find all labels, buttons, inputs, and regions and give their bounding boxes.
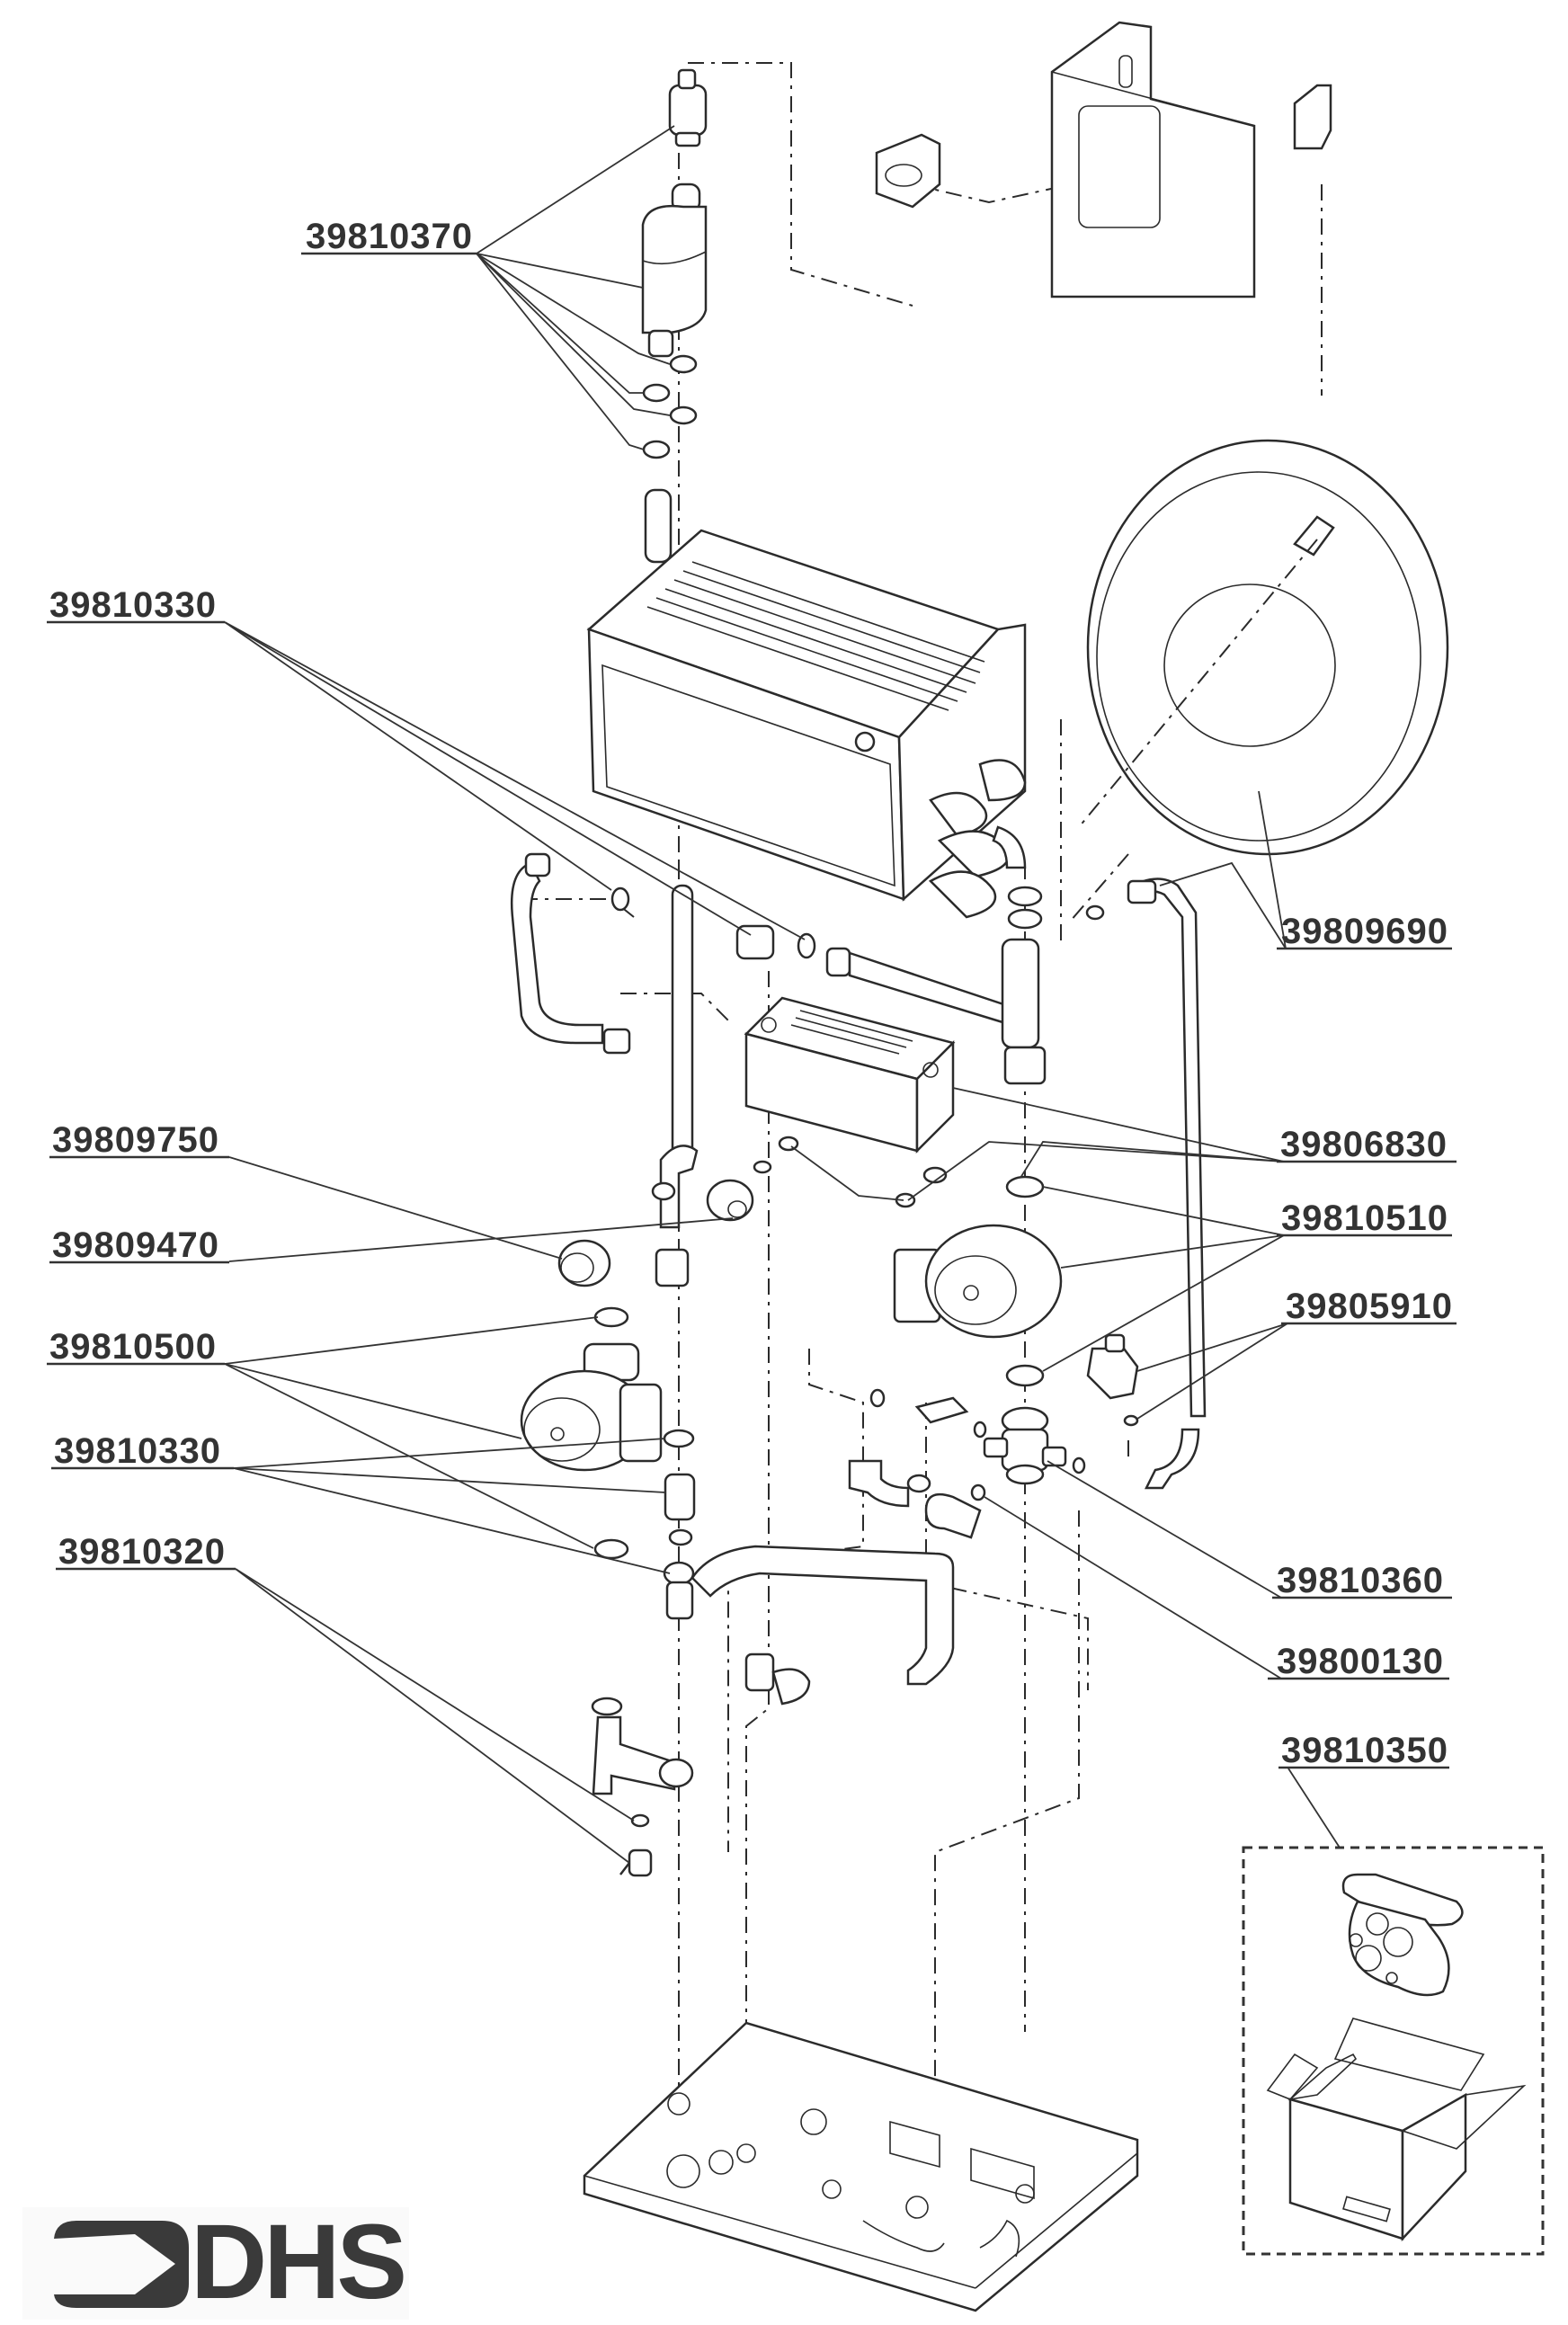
diverter-valve: [983, 1406, 1067, 1485]
plate-fins: [790, 1010, 913, 1055]
part-number: 39806830: [1280, 1125, 1448, 1164]
leader-lines: [224, 125, 1341, 1864]
flow-pipe-top: [644, 488, 673, 564]
part-label-39810330-top[interactable]: 39810330: [47, 585, 225, 625]
bypass-pipe: [671, 884, 694, 1166]
main-heat-exchanger: [586, 529, 1027, 919]
logo-text: DHS: [191, 2203, 404, 2321]
part-label-39810370[interactable]: 39810370: [301, 217, 477, 256]
part-label-39809750[interactable]: 39809750: [49, 1120, 229, 1160]
part-number: 39805910: [1286, 1287, 1453, 1326]
small-bracket: [875, 133, 941, 209]
part-label-39810500[interactable]: 39810500: [47, 1327, 225, 1367]
mounting-bracket: [1050, 21, 1256, 298]
base-plate: [583, 2021, 1139, 2312]
part-number: 39800130: [1277, 1642, 1444, 1681]
part-label-39800130[interactable]: 39800130: [1268, 1642, 1449, 1681]
seal-kit-box: [1242, 1846, 1545, 2256]
part-number: 39810500: [49, 1327, 217, 1367]
part-label-39810360[interactable]: 39810360: [1272, 1561, 1452, 1600]
part-number: 39809470: [52, 1225, 219, 1265]
expansion-vessel: [1078, 439, 1449, 856]
plate-hx-seals: [753, 1136, 948, 1208]
lower-fittings-left: [663, 1429, 955, 1686]
part-number: 39809750: [52, 1120, 219, 1160]
air-separator: [641, 183, 708, 358]
part-number: 39810330: [54, 1431, 221, 1471]
part-number: 39810330: [49, 585, 217, 625]
pressure-sensor: [706, 1179, 754, 1222]
part-label-39809690[interactable]: 39809690: [1277, 912, 1452, 951]
bracket-clip: [1293, 84, 1332, 150]
seal-kit-bag: [1341, 1873, 1464, 1997]
diverter-side-fittings: [848, 1388, 1086, 1508]
dhs-logo: DHS: [22, 2203, 409, 2321]
part-label-39810510[interactable]: 39810510: [1277, 1198, 1452, 1238]
drain-elbow: [591, 1697, 694, 1795]
filter: [924, 1483, 986, 1539]
part-number: 39810320: [58, 1532, 226, 1572]
safety-valve: [1086, 1333, 1139, 1427]
plate-heat-exchanger: [744, 996, 956, 1154]
left-pump: [520, 1306, 663, 1560]
part-number: 39810510: [1281, 1198, 1448, 1238]
part-label-39809470[interactable]: 39809470: [49, 1225, 229, 1265]
part-label-39810320[interactable]: 39810320: [56, 1532, 236, 1572]
part-label-39810330-lower[interactable]: 39810330: [51, 1431, 234, 1471]
expansion-vessel-pipe: [1085, 877, 1207, 1490]
part-number: 39810350: [1281, 1731, 1448, 1770]
part-label-39810350[interactable]: 39810350: [1278, 1731, 1449, 1770]
hx-connection-fittings: [735, 886, 1047, 1085]
arrow-bracket-logo-icon: [54, 2221, 189, 2308]
part-number: 39810370: [306, 217, 473, 256]
seal-washers-top: [642, 354, 698, 459]
pressure-gauge: [557, 1239, 611, 1287]
part-label-39806830[interactable]: 39806830: [1277, 1125, 1457, 1164]
right-pump: [893, 1175, 1063, 1387]
flow-pipe-left: [511, 852, 631, 1055]
cardboard-box: [1266, 2018, 1527, 2242]
gauge-tee: [651, 1145, 699, 1287]
drain-valve: [619, 1813, 653, 1877]
part-number: 39809690: [1281, 912, 1448, 951]
part-label-39805910[interactable]: 39805910: [1281, 1287, 1457, 1326]
part-number: 39810360: [1277, 1561, 1444, 1600]
air-vent: [668, 68, 708, 147]
fin-coil: [646, 561, 985, 711]
return-bends: [928, 759, 1027, 919]
cold-water-fitting: [744, 1652, 811, 1706]
